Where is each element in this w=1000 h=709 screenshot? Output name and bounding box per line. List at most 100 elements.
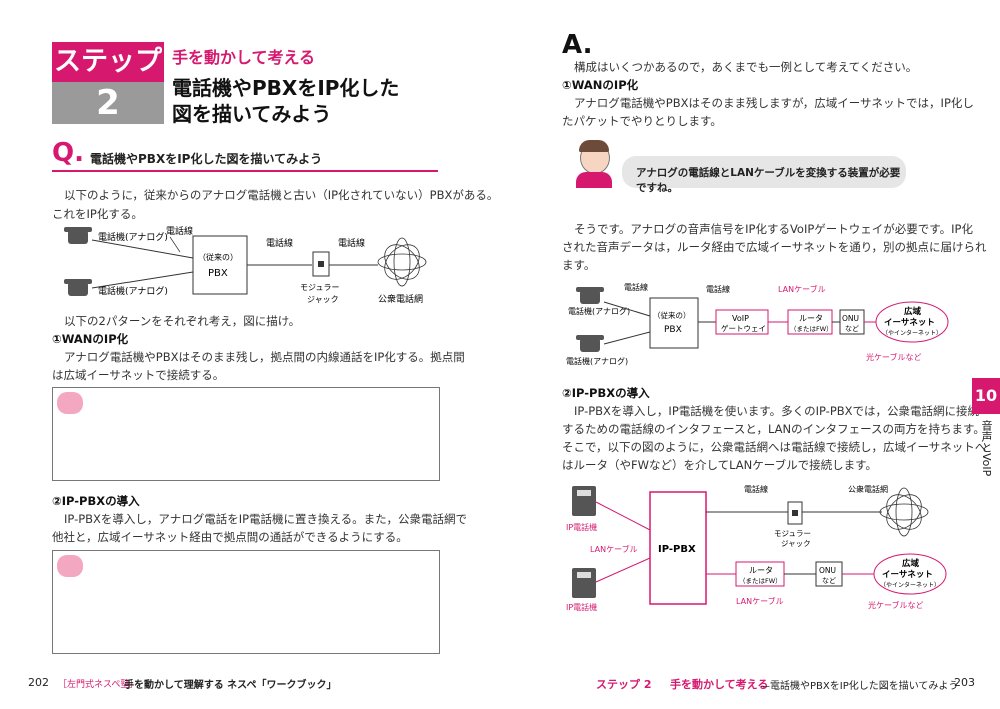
page-title-line1: 電話機やPBXをIP化した [172, 76, 400, 100]
pencil-icon [57, 392, 83, 414]
ethernet-label: イーサネット [882, 569, 933, 580]
legacy-diagram: 電話機(アナログ) 電話機(アナログ) 電話線 （従来の） PBX 電話線 モジ… [64, 225, 427, 305]
router-box [787, 309, 833, 335]
answer-box-ippbx[interactable] [52, 550, 440, 654]
wan-heading: ①WANのIP化 [52, 332, 129, 346]
pbx-label-top: （従来の） [198, 252, 238, 262]
line-label: 電話線 [338, 237, 365, 249]
step-badge: ステップ 2 [52, 42, 164, 124]
network-icon [879, 487, 929, 537]
network-label: 公衆電話網 [378, 293, 423, 305]
speech-bubble: アナログの電話線とLANケーブルを変換する装置が必要ですね。 [622, 156, 906, 194]
onu-label: など [845, 325, 859, 333]
pbx-label: PBX [208, 268, 228, 279]
jack-label: モジュラー [774, 529, 811, 538]
fiber-label: 光ケーブルなど [868, 600, 924, 610]
answer-wan-heading: ①WANのIP化 [562, 78, 639, 92]
answer-ippbx-heading: ②IP-PBXの導入 [562, 386, 650, 400]
footer-page-left: 202 [28, 676, 49, 689]
para-line2: された音声データは，ルータ経由で広域イーサネットを通り，別の拠点に届けられ [562, 240, 987, 254]
router-label: ルータ [749, 566, 773, 575]
footer-page-right: 203 [954, 676, 975, 689]
ethernet-label: （やインターネット） [882, 329, 942, 337]
ethernet-cloud [875, 301, 949, 343]
footer-series: ［左門式ネスペ塾］ [58, 680, 139, 690]
chapter-tab: 10 音声とVoIP [972, 378, 1000, 490]
para-line3: ます。 [562, 258, 596, 272]
wan-diagram: 電話機(アナログ) 電話機(アナログ) 電話線 （従来の） PBX 電話線 Vo… [566, 282, 949, 366]
jack-label: ジャック [781, 539, 811, 548]
router-label: （またはFW） [790, 325, 833, 333]
para-line1: そうです。アナログの音声信号をIP化するVoIPゲートウェイが必要です。IP化 [574, 222, 973, 236]
phone-icon [576, 287, 604, 304]
wan-line1: アナログ電話機やPBXはそのまま残し，拠点間の内線通話をIP化する。拠点間 [64, 350, 465, 364]
jack-label: モジュラー [300, 283, 339, 292]
line-label: 電話線 [166, 225, 193, 237]
ethernet-label: 広域 [902, 558, 920, 569]
pbx-label: PBX [664, 325, 682, 335]
answer-wan-line2: たパケットでやりとりします。 [562, 114, 722, 128]
onu-label: ONU [842, 314, 859, 323]
pencil-icon [57, 555, 83, 577]
ethernet-label: イーサネット [884, 317, 935, 328]
bubble-text: アナログの電話線とLANケーブルを変換する装置が必要ですね。 [636, 167, 901, 194]
intro-line2: これをIP化する。 [52, 207, 143, 221]
ethernet-label: （やインターネット） [880, 581, 940, 589]
footer-subtitle: —電話機やPBXをIP化した図を描いてみよう [760, 681, 959, 692]
fiber-label: 光ケーブルなど [866, 352, 922, 362]
router-box [735, 561, 785, 587]
footer-title: 手を動かして考える [670, 678, 769, 691]
phone-label: 電話機(アナログ) [98, 231, 168, 243]
onu-label: など [822, 577, 836, 585]
phone-icon [576, 335, 604, 352]
line-label: 電話線 [624, 282, 648, 292]
step-label: ステップ [52, 42, 164, 82]
network-icon [377, 237, 427, 287]
ip-phone-icon [572, 568, 596, 598]
voip-label: VoIP [732, 314, 749, 323]
chapter-number: 10 [972, 378, 1000, 414]
footer-book: 手を動かして理解する ネスペ「ワークブック」 [124, 680, 337, 691]
ippbx-line2: 他社と，広域イーサネット経由で拠点間の通話ができるようにする。 [52, 530, 408, 544]
ippbx-diagram: IP電話機 IP電話機 LANケーブル IP-PBX 電話線 モジュラー ジャッ… [566, 484, 947, 612]
step-subtitle: 手を動かして考える [172, 48, 316, 67]
answer-box-wan[interactable] [52, 387, 440, 481]
phone-label: 電話機(アナログ) [566, 356, 628, 366]
pbx-label-top: （従来の） [653, 310, 691, 320]
line-label: 電話線 [706, 284, 730, 294]
answer-intro: 構成はいくつかあるので，あくまでも一例として考えてください。 [574, 60, 918, 74]
voip-label: ゲートウェイ [721, 324, 766, 333]
line-label: 電話線 [266, 237, 293, 249]
ip-phone-icon [572, 486, 596, 516]
answer-ippbx-line3: そこで，以下の図のように，公衆電話網へは電話線で接続し，広域イーサネットへ [562, 440, 987, 454]
question-heading: 電話機やPBXをIP化した図を描いてみよう [90, 152, 323, 166]
answer-ippbx-line1: IP-PBXを導入し，IP電話機を使います。多くのIP-PBXでは，公衆電話網に… [574, 404, 980, 418]
phone-icon [64, 279, 92, 296]
instruction: 以下の2パターンをそれぞれ考え，図に描け。 [64, 314, 301, 328]
lan-label: LANケーブル [778, 284, 826, 294]
page-title-line2: 図を描いてみよう [172, 102, 332, 126]
step-number: 2 [52, 82, 164, 124]
onu-label: ONU [819, 566, 836, 575]
ip-phone-label: IP電話機 [566, 522, 597, 532]
network-label: 公衆電話網 [848, 484, 888, 494]
question-mark: Q. [52, 138, 84, 168]
pbx-box [192, 235, 248, 295]
lan-label: LANケーブル [590, 544, 638, 554]
answer-wan-line1: アナログ電話機やPBXはそのまま残しますが，広域イーサネットでは，IP化し [574, 96, 974, 110]
ippbx-heading: ②IP-PBXの導入 [52, 494, 140, 508]
question-underline [52, 170, 438, 172]
footer-step: ステップ 2 [596, 678, 652, 691]
avatar [572, 140, 616, 190]
ethernet-cloud [873, 553, 947, 595]
pbx-box [649, 297, 699, 349]
jack-label: ジャック [307, 295, 339, 304]
ippbx-line1: IP-PBXを導入し，アナログ電話をIP電話機に置き換える。また，公衆電話網で [64, 512, 467, 526]
ip-phone-label: IP電話機 [566, 602, 597, 612]
answer-mark: A. [562, 30, 593, 60]
ip-pbx-label: IP-PBX [658, 544, 696, 555]
onu-box [815, 561, 843, 587]
chapter-title: 音声とVoIP [980, 420, 993, 477]
ip-pbx-box [649, 491, 707, 605]
lan-label: LANケーブル [736, 596, 784, 606]
